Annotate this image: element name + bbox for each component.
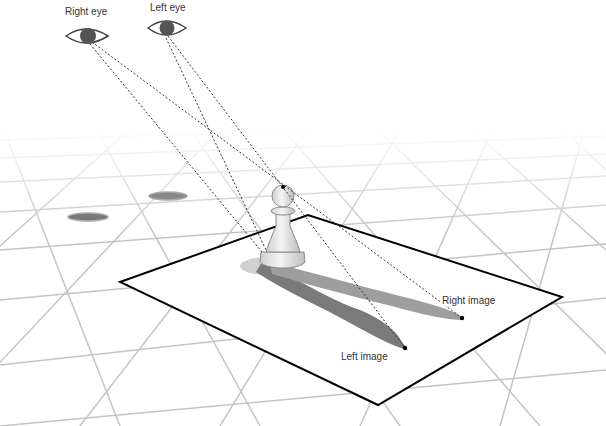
figure-label: Left image [340,351,389,362]
figure-label: Right eye [64,6,108,17]
right-image-shadow [270,262,464,320]
image-point [460,316,464,320]
image-point [403,346,407,350]
floor-grid [0,108,606,426]
left-eye [148,21,186,36]
pawn-top-point [281,185,285,189]
paper-sheet [120,215,562,405]
sight-lines [90,36,462,348]
right-eye [66,28,108,44]
pawn [260,185,305,268]
eye-shadow [149,192,187,200]
eye-shadow [68,213,108,221]
figure-label: Right image [441,295,496,306]
figure-label: Left eye [149,2,187,13]
